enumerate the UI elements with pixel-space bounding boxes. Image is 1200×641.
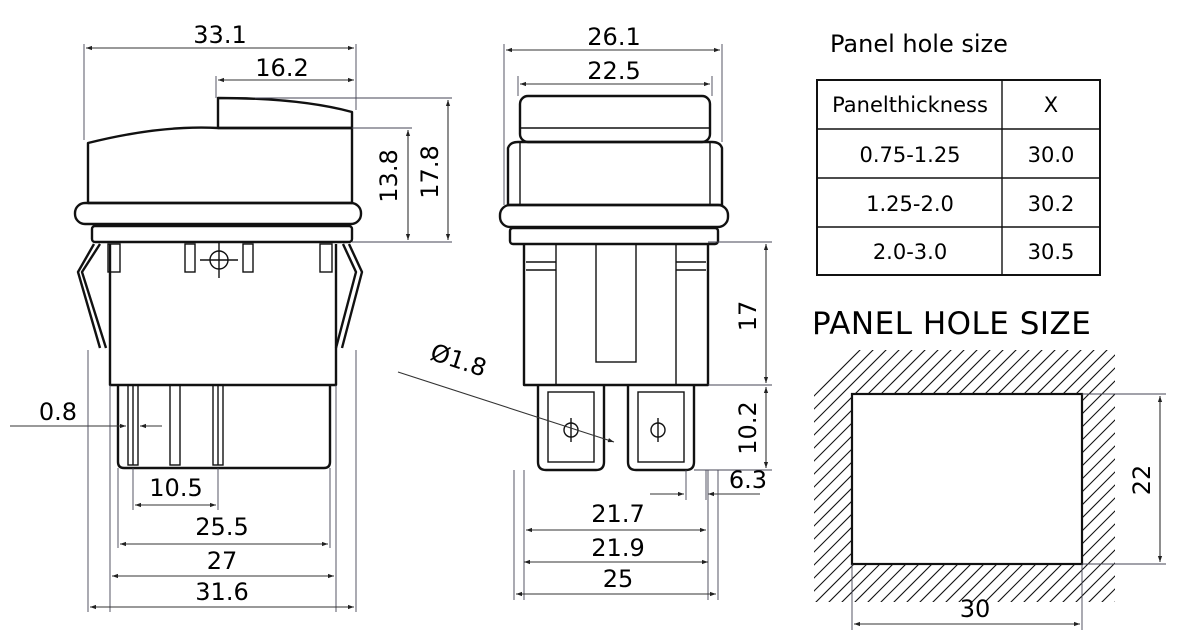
table-cell-thickness: 1.25-2.0 xyxy=(866,192,954,216)
table-cell-x: 30.0 xyxy=(1028,143,1075,167)
panel-table-title: Panel hole size xyxy=(830,30,1008,58)
panel-cutout: PANEL HOLE SIZE 22 30 xyxy=(812,306,1166,630)
dim-terminal-length: 10.2 xyxy=(734,401,762,454)
dim-span-b: 21.9 xyxy=(591,534,644,562)
hatch-line xyxy=(814,350,897,602)
dim-overall-width: 33.1 xyxy=(193,21,246,49)
dim-head-width: 26.1 xyxy=(587,23,640,51)
dim-front-rocker-width: 22.5 xyxy=(587,57,640,85)
dim-cutout-width: 30 xyxy=(960,595,991,623)
dim-body-width-outer: 31.6 xyxy=(195,578,248,606)
table-cell-thickness: 2.0-3.0 xyxy=(873,240,947,264)
hatch-line xyxy=(814,350,884,602)
dim-head-height: 17.8 xyxy=(416,145,444,198)
dim-body-depth: 17 xyxy=(734,301,762,332)
dim-hole-diameter: Ø1.8 xyxy=(427,338,490,382)
table-header-x: X xyxy=(1044,93,1058,117)
hatch-line xyxy=(1041,350,1115,602)
table-cell-x: 30.5 xyxy=(1028,240,1075,264)
dim-cutout-height: 22 xyxy=(1128,465,1156,496)
side-view: 33.1 16.2 13.8 17.8 0.8 10.5 25.5 27 31.… xyxy=(10,21,452,612)
front-view: 26.1 22.5 Ø1.8 17 10.2 6.3 21.7 21.9 25 xyxy=(397,23,772,600)
hatch-line xyxy=(814,350,949,602)
hatch-line xyxy=(1067,350,1115,602)
panel-cutout-title: PANEL HOLE SIZE xyxy=(812,306,1091,342)
hatch-line xyxy=(814,350,962,602)
dim-terminal-width: 6.3 xyxy=(729,466,767,494)
hatch-line xyxy=(814,350,936,602)
hatch-line xyxy=(814,350,975,602)
dim-rocker-height: 13.8 xyxy=(375,149,403,202)
hatch-line xyxy=(1054,350,1115,602)
hatch-line xyxy=(814,350,923,602)
dim-span-a: 21.7 xyxy=(591,500,644,528)
dim-terminal-thickness: 0.8 xyxy=(39,398,77,426)
table-header-thickness: Panelthickness xyxy=(832,93,988,117)
dim-body-width-mid: 27 xyxy=(207,547,238,575)
table-cell-thickness: 0.75-1.25 xyxy=(859,143,960,167)
dim-body-width-inner: 25.5 xyxy=(195,513,248,541)
dim-terminal-pitch: 10.5 xyxy=(149,474,202,502)
dim-body-width: 25 xyxy=(603,565,634,593)
dim-rocker-width: 16.2 xyxy=(255,54,308,82)
hatch-line xyxy=(814,350,871,602)
table-cell-x: 30.2 xyxy=(1028,192,1075,216)
hatch-line xyxy=(814,350,910,602)
panel-hole-table: Panel hole size Panelthickness X 0.75-1.… xyxy=(816,30,1101,276)
